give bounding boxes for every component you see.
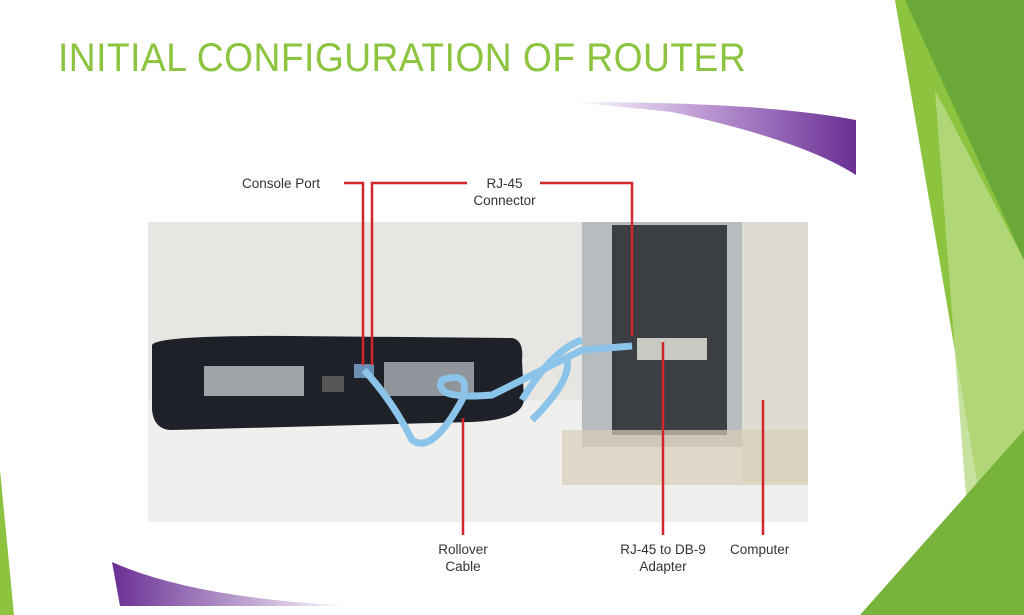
label-computer: Computer <box>730 542 790 557</box>
db9-adapter <box>637 338 707 360</box>
label-adapter-line1: RJ-45 to DB-9 <box>620 542 706 557</box>
green-facet-left <box>0 470 14 615</box>
router-connection-figure: Console Port RJ-45 Connector Rollover Ca… <box>112 100 856 606</box>
label-rollover-line2: Cable <box>445 559 481 574</box>
label-rj45-line2: Connector <box>473 193 536 208</box>
slide-title: INITIAL CONFIGURATION OF ROUTER <box>58 36 747 80</box>
label-rollover-cable: Rollover Cable <box>423 541 503 575</box>
label-rollover-line1: Rollover <box>438 542 488 557</box>
purple-swoosh-top <box>572 102 856 175</box>
callout-lines <box>344 181 765 535</box>
label-rj45-connector: RJ-45 Connector <box>462 175 547 209</box>
label-rj45-line1: RJ-45 <box>486 176 523 191</box>
label-adapter-line2: Adapter <box>639 559 687 574</box>
purple-swoosh-bottom <box>112 562 352 606</box>
label-console-port: Console Port <box>242 176 321 191</box>
green-facet-bottom <box>860 430 1024 615</box>
router-photo <box>148 222 808 522</box>
label-adapter: RJ-45 to DB-9 Adapter <box>608 541 718 575</box>
green-facet-top <box>905 0 1024 260</box>
figure-artwork <box>112 100 856 606</box>
rollover-cable <box>361 342 633 447</box>
